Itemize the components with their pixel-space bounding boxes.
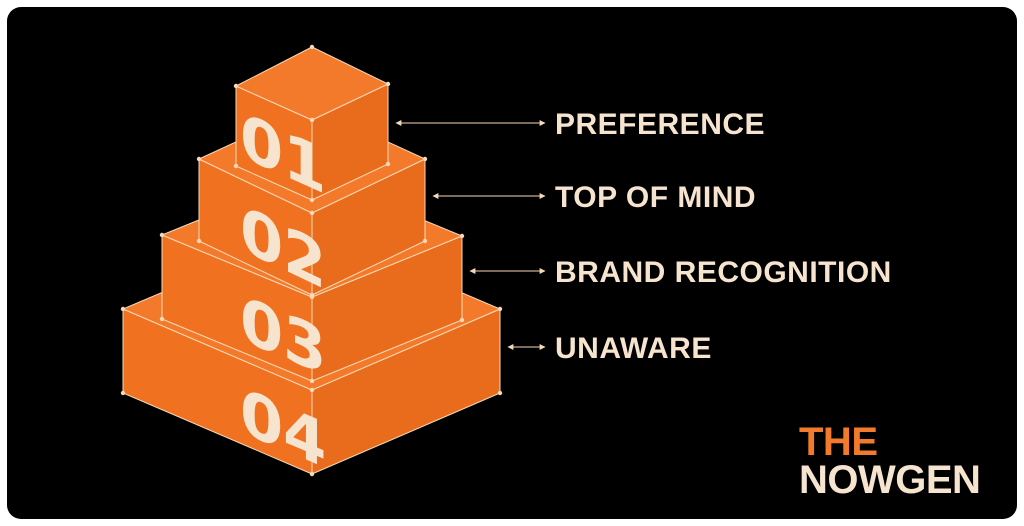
vertex-dot (309, 378, 315, 384)
logo-line-1: THE (799, 420, 878, 464)
brand-logo: THE NOWGEN (799, 420, 981, 502)
vertex-dot (459, 317, 465, 323)
vertex-dot (233, 163, 239, 169)
vertex-dot (120, 306, 126, 312)
vertex-dot (309, 117, 315, 123)
vertex-dot (309, 210, 315, 216)
vertex-dot (385, 81, 391, 87)
level-label: UNAWARE (555, 332, 712, 365)
vertex-dot (459, 233, 465, 239)
vertex-dot (309, 387, 315, 393)
vertex-dot (309, 44, 315, 50)
vertex-dot (422, 156, 428, 162)
vertex-dot (159, 232, 165, 238)
vertex-dot (196, 238, 202, 244)
level-label: BRAND RECOGNITION (555, 256, 892, 289)
vertex-dot (159, 316, 165, 322)
vertex-dot (497, 306, 503, 312)
vertex-dot (385, 161, 391, 167)
logo-line-2: NOWGEN (799, 458, 981, 502)
level-label: PREFERENCE (555, 108, 765, 141)
vertex-dot (422, 238, 428, 244)
vertex-dot (497, 390, 503, 396)
level-label: TOP OF MIND (555, 181, 756, 214)
vertex-dot (233, 83, 239, 89)
label-group: PREFERENCE TOP OF MIND BRAND RECOGNITION UN… (555, 108, 892, 365)
vertex-dot (196, 156, 202, 162)
vertex-dot (309, 471, 315, 477)
vertex-dot (309, 292, 315, 298)
vertex-dot (120, 390, 126, 396)
vertex-dot (309, 197, 315, 203)
connector-group (395, 120, 546, 350)
